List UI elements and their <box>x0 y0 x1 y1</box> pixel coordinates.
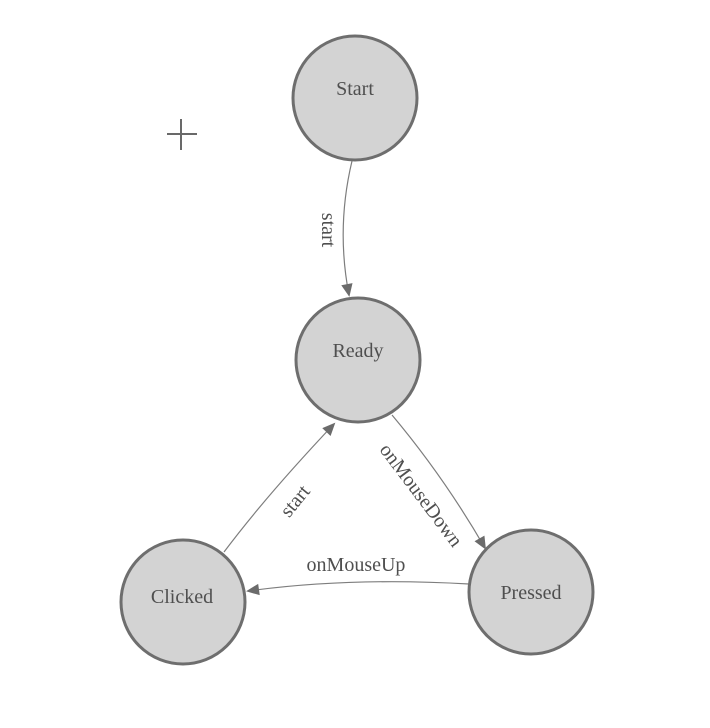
state-label-start: Start <box>336 78 374 100</box>
transition-label: start <box>276 481 315 522</box>
transition-path-start-to-ready[interactable] <box>341 160 353 297</box>
transition-start-to-ready: start <box>317 160 353 297</box>
transition-pressed-to-clicked: onMouseUp <box>246 554 470 596</box>
state-label-ready: Ready <box>332 340 383 362</box>
state-node-pressed[interactable]: Pressed <box>467 528 595 656</box>
state-node-ready[interactable]: Ready <box>294 296 422 424</box>
crosshair-plus-icon <box>167 119 197 150</box>
state-circle-ready[interactable] <box>294 296 422 424</box>
transition-path-ready-to-pressed[interactable] <box>391 414 486 550</box>
state-circle-pressed[interactable] <box>467 528 595 656</box>
state-node-start[interactable]: Start <box>291 34 419 162</box>
transition-ready-to-pressed: onMouseDown <box>375 414 486 551</box>
state-label-pressed: Pressed <box>500 582 561 604</box>
transition-label: onMouseUp <box>307 554 406 576</box>
transition-label: start <box>317 213 339 248</box>
transition-clicked-to-ready: start <box>223 422 336 553</box>
state-circle-clicked[interactable] <box>119 538 247 666</box>
state-label-clicked: Clicked <box>151 586 213 608</box>
transition-path-clicked-to-ready[interactable] <box>223 422 336 553</box>
transition-path-pressed-to-clicked[interactable] <box>246 581 470 596</box>
state-node-clicked[interactable]: Clicked <box>119 538 247 666</box>
state-circle-start[interactable] <box>291 34 419 162</box>
